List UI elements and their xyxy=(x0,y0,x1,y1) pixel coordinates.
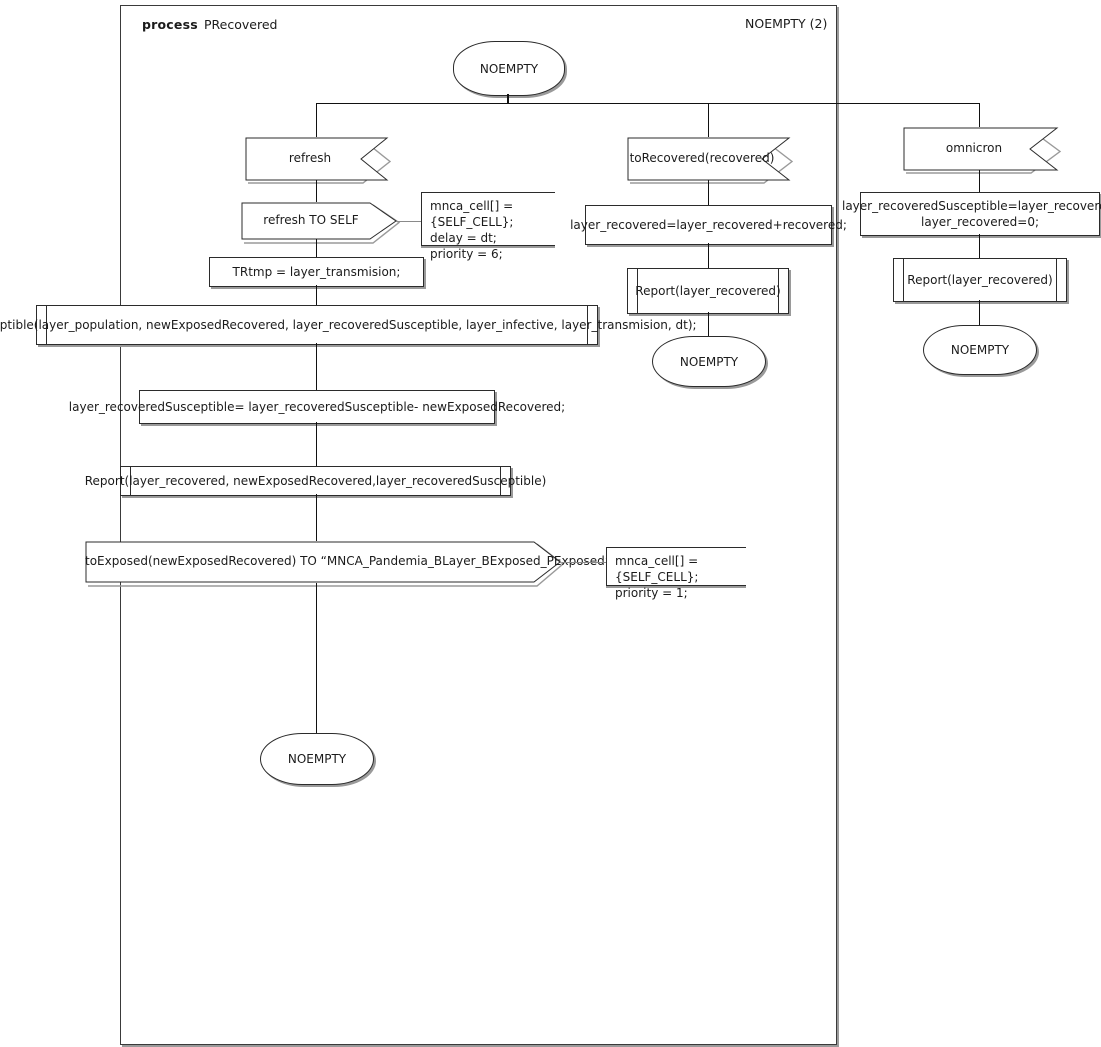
process-name: PRecovered xyxy=(204,17,278,32)
comment-connector-to-exposed xyxy=(562,562,606,563)
call-report-full-label: Report(layer_recovered, newExposedRecove… xyxy=(84,474,547,488)
connector-task-update-to-report xyxy=(316,422,317,466)
connector-output-to-trtmp xyxy=(316,239,317,258)
call-numsusceptible[interactable]: numSusceptible(layer_population, newExpo… xyxy=(0,305,697,345)
process-keyword: process xyxy=(142,17,198,32)
call-numsusceptible-label: numSusceptible(layer_population, newExpo… xyxy=(0,318,697,332)
task-layer-recovered-add-label: layer_recovered=layer_recovered+recovere… xyxy=(570,218,847,232)
output-refresh-to-self[interactable]: refresh TO SELF xyxy=(241,202,401,244)
comment-to-exposed-params: mnca_cell[] = {SELF_CELL}; priority = 1; xyxy=(606,547,746,600)
input-refresh[interactable]: refresh xyxy=(245,137,392,184)
connector-numsusceptible-to-task-update xyxy=(316,343,317,390)
end-state-noempty-torecovered[interactable]: NOEMPTY xyxy=(652,336,766,387)
connector-omnicron-task-to-report xyxy=(979,234,980,258)
connector-start-to-bus xyxy=(507,94,509,104)
end-state-noempty-torecovered-label: NOEMPTY xyxy=(679,354,739,369)
end-state-noempty-refresh[interactable]: NOEMPTY xyxy=(260,733,374,785)
connector-refresh-input-to-output xyxy=(316,180,317,202)
page-label: NOEMPTY (2) xyxy=(745,16,828,31)
end-state-noempty-refresh-label: NOEMPTY xyxy=(287,752,347,766)
output-to-exposed[interactable]: toExposed(newExposedRecovered) TO “MNCA_… xyxy=(85,541,611,587)
connector-bus-to-refresh-input xyxy=(316,103,317,137)
call-report-full[interactable]: Report(layer_recovered, newExposedRecove… xyxy=(85,466,546,496)
task-omnicron-reset-label: layer_recoveredSusceptible=layer_recover… xyxy=(841,199,1101,229)
task-omnicron-reset[interactable]: layer_recoveredSusceptible=layer_recover… xyxy=(842,192,1101,236)
call-report-layer-recovered-right[interactable]: Report(layer_recovered) xyxy=(893,258,1067,302)
call-report-layer-recovered-right-label: Report(layer_recovered) xyxy=(907,273,1053,287)
start-state-noempty[interactable]: NOEMPTY xyxy=(453,41,565,96)
task-trtmp[interactable]: TRtmp = layer_transmision; xyxy=(209,257,424,287)
task-update-recovered-susceptible-label: layer_recoveredSusceptible= layer_recove… xyxy=(68,400,566,414)
connector-bus-to-omnicron-input xyxy=(979,103,980,127)
connector-omnicron-report-to-state xyxy=(979,300,980,325)
end-state-noempty-omnicron[interactable]: NOEMPTY xyxy=(923,325,1037,375)
branch-bus-line xyxy=(316,103,980,104)
connector-trtmp-to-numsusceptible xyxy=(316,285,317,305)
connector-output-exposed-to-end-state xyxy=(316,583,317,733)
comment-refresh-params: mnca_cell[] = {SELF_CELL}; delay = dt; p… xyxy=(421,192,555,261)
call-report-layer-recovered-mid-label: Report(layer_recovered) xyxy=(635,284,781,298)
connector-torecovered-task-to-report xyxy=(708,243,709,268)
connector-omnicron-input-to-task xyxy=(979,170,980,192)
call-report-layer-recovered-mid[interactable]: Report(layer_recovered) xyxy=(627,268,789,314)
input-to-recovered[interactable]: toRecovered(recovered) xyxy=(627,137,794,184)
start-state-label: NOEMPTY xyxy=(479,61,539,76)
task-update-recovered-susceptible[interactable]: layer_recoveredSusceptible= layer_recove… xyxy=(69,390,565,424)
connector-torecovered-input-to-task xyxy=(708,180,709,205)
comment-connector-refresh xyxy=(396,221,421,222)
connector-torecovered-report-to-state xyxy=(708,312,709,336)
connector-report-to-output-exposed xyxy=(316,494,317,541)
connector-bus-to-torecovered-input xyxy=(708,103,709,137)
input-omnicron[interactable]: omnicron xyxy=(903,127,1062,174)
process-frame xyxy=(120,5,837,1045)
end-state-noempty-omnicron-label: NOEMPTY xyxy=(950,343,1010,357)
task-trtmp-label: TRtmp = layer_transmision; xyxy=(232,265,401,279)
task-layer-recovered-add[interactable]: layer_recovered=layer_recovered+recovere… xyxy=(570,205,847,245)
